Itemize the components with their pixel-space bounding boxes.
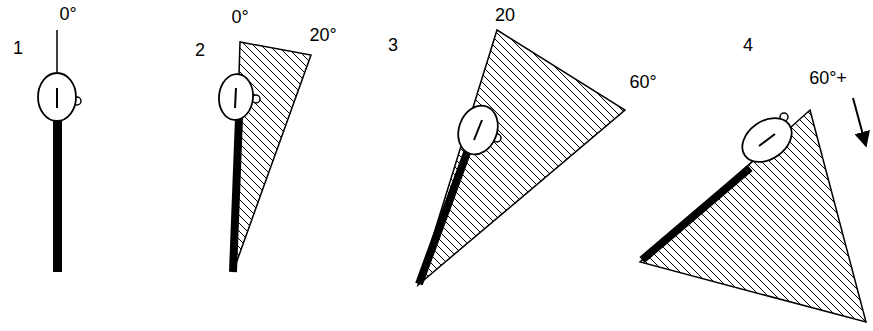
angle-label: 60° xyxy=(629,72,656,93)
panel-number: 1 xyxy=(13,38,23,59)
figure-tilt-over-60 xyxy=(640,98,866,322)
trunk-bar xyxy=(53,118,62,272)
figure-tilt-60 xyxy=(418,30,625,285)
hatched-sector xyxy=(418,30,625,285)
head-mark xyxy=(235,88,236,108)
angle-label: 60°+ xyxy=(809,68,847,89)
head-mark xyxy=(56,88,58,108)
panel-number: 4 xyxy=(743,35,753,56)
trunk-bar xyxy=(642,168,750,260)
angle-label: 20 xyxy=(495,5,515,26)
trunk-bar xyxy=(233,118,239,272)
figure-tilt-20 xyxy=(217,42,311,272)
angle-label: 0° xyxy=(59,4,76,25)
head xyxy=(217,73,255,122)
reference-tick xyxy=(56,30,58,72)
panel-number: 2 xyxy=(195,40,205,61)
panel-number: 3 xyxy=(388,35,398,56)
head-mark xyxy=(474,120,482,140)
angle-label: 0° xyxy=(231,7,248,28)
head xyxy=(452,100,505,160)
trunk-bar xyxy=(419,150,468,284)
direction-arrow xyxy=(853,98,866,146)
angle-label: 20° xyxy=(309,25,336,46)
head-mark xyxy=(759,134,775,146)
figure-upright xyxy=(38,30,81,272)
head xyxy=(38,73,76,121)
head xyxy=(734,109,800,171)
